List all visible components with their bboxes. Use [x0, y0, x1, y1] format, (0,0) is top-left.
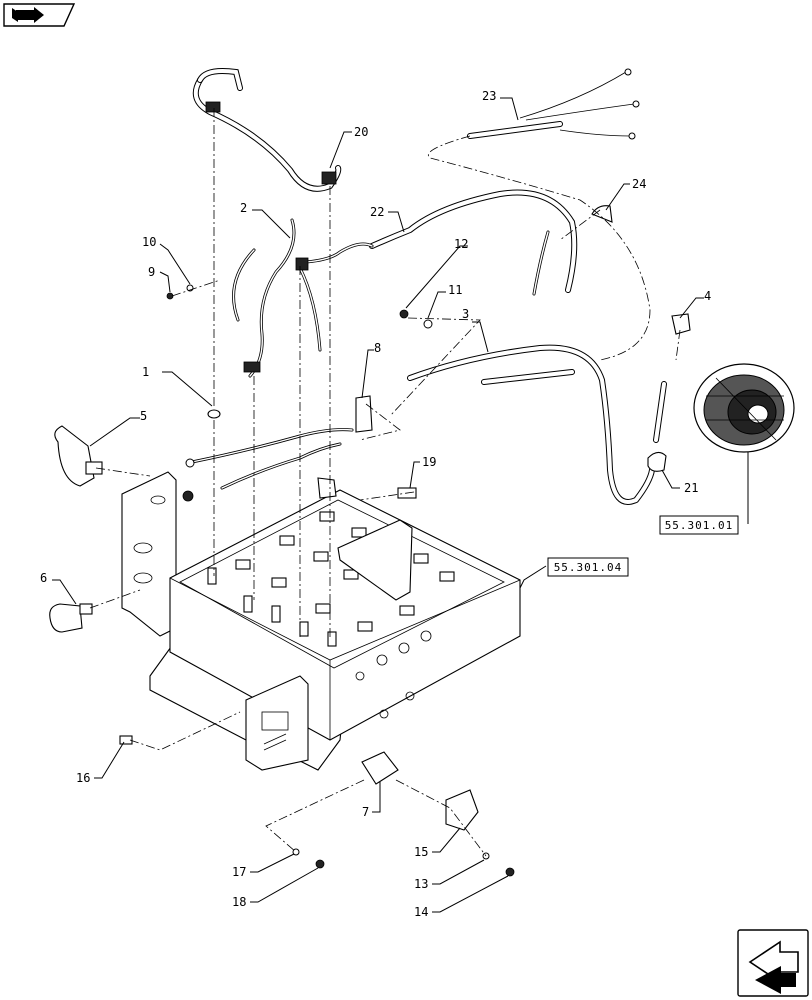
- callout-21: 21: [684, 481, 698, 495]
- callout-17: 17: [232, 865, 246, 879]
- callout-20: 20: [354, 125, 368, 139]
- callout-5: 5: [140, 409, 147, 423]
- callout-6: 6: [40, 571, 47, 585]
- callout-1: 1: [142, 365, 149, 379]
- callout-4: 4: [704, 289, 711, 303]
- callout-15: 15: [414, 845, 428, 859]
- battery-tray-reference-box[interactable]: 55.301.04: [547, 557, 629, 577]
- alternator: [693, 363, 795, 453]
- battery-tray: [121, 471, 521, 771]
- callout-24: 24: [632, 177, 646, 191]
- callout-11: 11: [448, 283, 462, 297]
- callout-12: 12: [454, 237, 468, 251]
- callout-23: 23: [482, 89, 496, 103]
- callout-18: 18: [232, 895, 246, 909]
- callout-19: 19: [422, 455, 436, 469]
- callout-3: 3: [462, 307, 469, 321]
- leader-lines: [52, 97, 749, 913]
- alignment-lines: [89, 108, 681, 857]
- battery-tray-reference-label: 55.301.04: [554, 561, 623, 574]
- callout-13: 13: [414, 877, 428, 891]
- small-parts: [49, 284, 515, 877]
- callout-14: 14: [414, 905, 428, 919]
- callout-16: 16: [76, 771, 90, 785]
- book-arrow-icon[interactable]: [3, 3, 76, 27]
- callout-22: 22: [370, 205, 384, 219]
- wiring: [185, 68, 691, 505]
- next-page-arrow-icon[interactable]: [737, 929, 809, 997]
- alternator-reference-box[interactable]: 55.301.01: [659, 515, 739, 535]
- callout-7: 7: [362, 805, 369, 819]
- alternator-reference-label: 55.301.01: [665, 519, 734, 532]
- callout-9: 9: [148, 265, 155, 279]
- callout-10: 10: [142, 235, 156, 249]
- callout-2: 2: [240, 201, 247, 215]
- callout-8: 8: [374, 341, 381, 355]
- callout-labels: 1 2 3 4 5 6 7 8 9 10 11 12 13 14 15 16 1…: [40, 89, 711, 919]
